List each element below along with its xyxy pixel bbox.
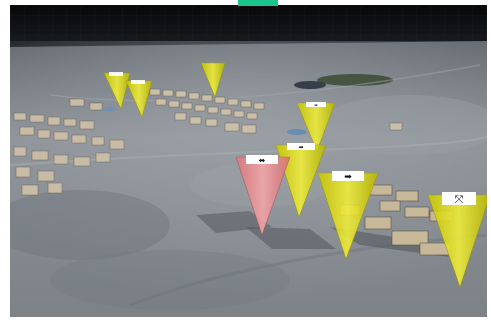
- map-marker-m1[interactable]: [103, 72, 131, 110]
- map-marker-m4[interactable]: ➡: [296, 102, 336, 152]
- map-marker-m2[interactable]: [125, 80, 153, 118]
- map-marker-m3[interactable]: [200, 62, 226, 98]
- building-cluster-center: [149, 88, 403, 134]
- arrow-sign-icon: ⬌: [259, 156, 266, 165]
- map-marker-m5[interactable]: ➡: [275, 143, 327, 218]
- map-3d-viewport[interactable]: ➡ ➡ ➡ ⤧ ⬌: [10, 5, 487, 317]
- arrow-sign-icon: ➡: [314, 103, 318, 108]
- arrow-sign-icon: ⤧: [455, 193, 464, 206]
- scene-canvas[interactable]: ➡ ➡ ➡ ⤧ ⬌: [10, 5, 487, 317]
- map-marker-selected-m8[interactable]: ⬌: [235, 155, 291, 236]
- arrow-sign-icon: ➡: [298, 144, 303, 151]
- building-cluster-left: [13, 98, 125, 196]
- active-view-indicator: [238, 0, 278, 6]
- map-marker-m7[interactable]: ⤧: [427, 192, 487, 288]
- map-marker-m6[interactable]: ➡: [317, 171, 379, 260]
- arrow-sign-icon: ➡: [344, 173, 352, 183]
